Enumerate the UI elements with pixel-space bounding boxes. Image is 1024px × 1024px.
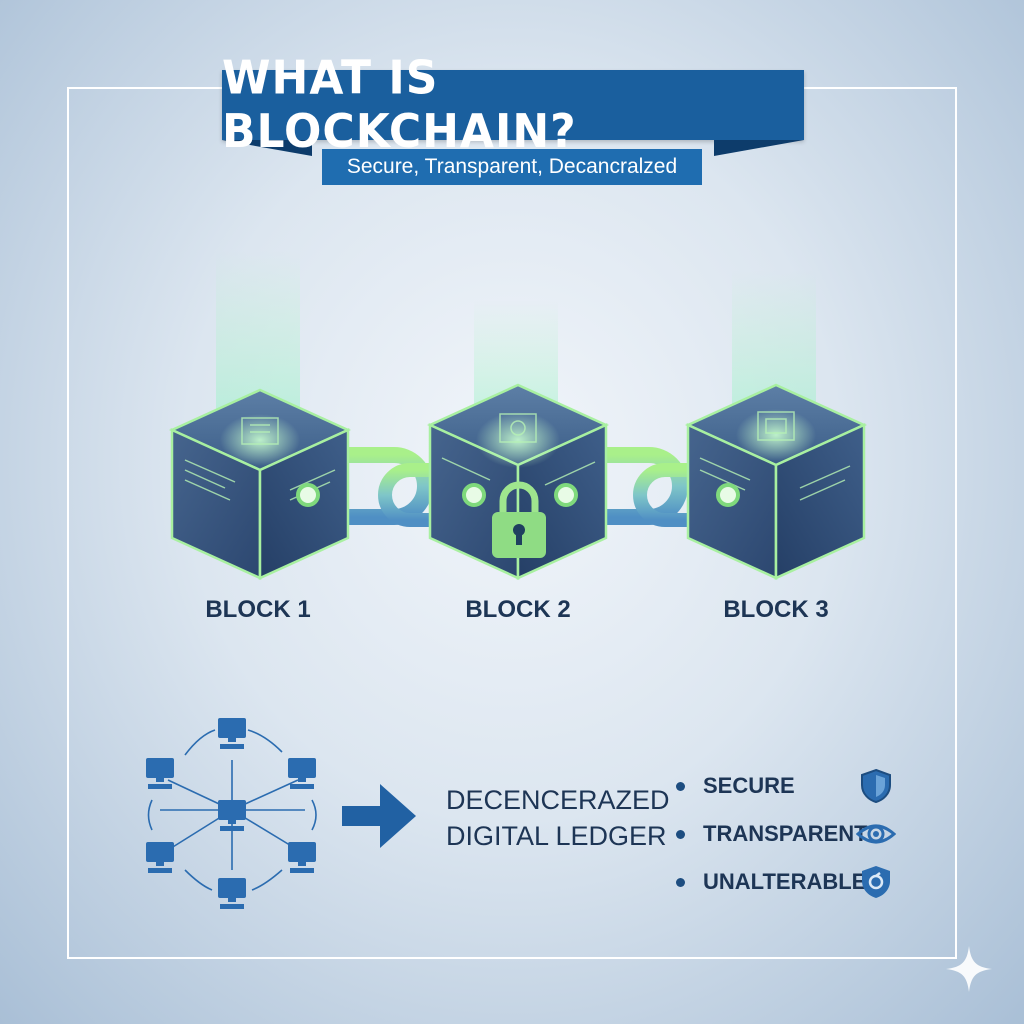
page-subtitle: Secure, Transparent, Decancralzed — [322, 149, 702, 185]
chain-node — [554, 483, 578, 507]
network-computers — [146, 718, 316, 909]
bullet — [676, 781, 685, 791]
computer-icon — [218, 800, 246, 831]
block-1-label: BLOCK 1 — [205, 596, 311, 623]
computer-icon — [288, 758, 316, 789]
block-1-cube — [168, 388, 352, 580]
shield-icon — [861, 768, 891, 804]
feature-label: SECURE — [703, 773, 795, 798]
feature-label: UNALTERABLE — [703, 869, 867, 894]
block-2-label: BLOCK 2 — [465, 596, 571, 623]
chain-node — [296, 483, 320, 507]
title-banner: WHAT IS BLOCKCHAIN? — [222, 51, 804, 159]
chain-node — [462, 483, 486, 507]
ledger-line-2: DIGITAL LEDGER — [446, 821, 667, 851]
arrow-right-icon — [342, 784, 416, 848]
eye-icon — [856, 824, 896, 844]
computer-icon — [146, 842, 174, 873]
chain-node — [716, 483, 740, 507]
block-3-cube — [684, 383, 868, 580]
ledger-label: DECENCERAZED DIGITAL LEDGER — [446, 782, 670, 854]
banner-fold-right — [714, 140, 804, 156]
sparkle-icon — [946, 946, 992, 992]
shield-lock-icon — [862, 866, 890, 898]
computer-icon — [218, 878, 246, 909]
computer-icon — [218, 718, 246, 749]
bullet — [676, 877, 685, 887]
padlock-icon — [492, 481, 546, 558]
feature-label: TRANSPARENT — [703, 821, 868, 846]
feature-unalterable: UNALTERABLE — [676, 858, 916, 906]
page-title: WHAT IS BLOCKCHAIN? — [222, 51, 577, 159]
bullet — [676, 829, 685, 839]
computer-icon — [146, 758, 174, 789]
ledger-line-1: DECENCERAZED — [446, 785, 670, 815]
block-3-label: BLOCK 3 — [723, 596, 829, 623]
feature-transparent: TRANSPARENT — [676, 810, 916, 858]
feature-list: SECURE TRANSPARENT UNALTERABLE — [676, 762, 916, 906]
feature-secure: SECURE — [676, 762, 916, 810]
computer-icon — [288, 842, 316, 873]
banner-fold-left — [222, 140, 312, 156]
